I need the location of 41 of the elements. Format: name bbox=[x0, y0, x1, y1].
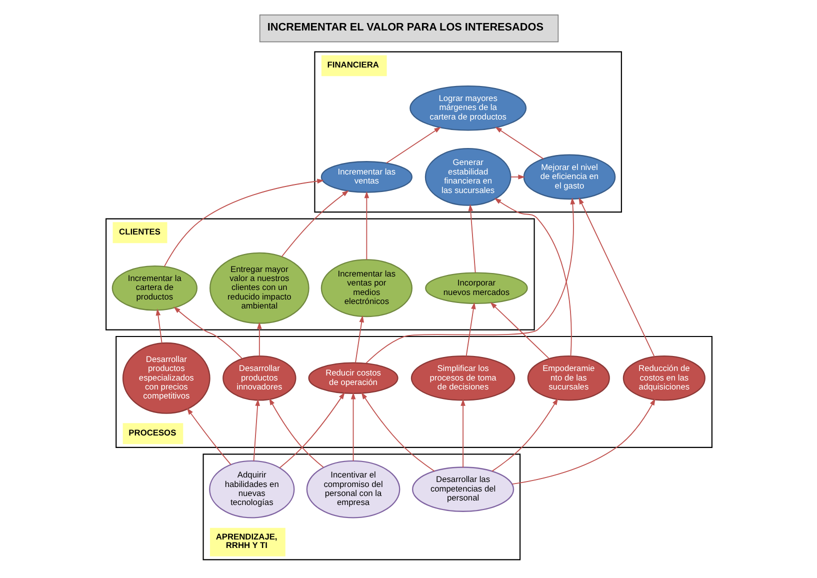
arrow bbox=[490, 302, 550, 360]
arrow bbox=[354, 315, 364, 364]
node-ellipse: Desarrollar productos innovadores bbox=[222, 356, 296, 401]
node-ellipse: Incrementar las ventas bbox=[320, 161, 412, 193]
node-ellipse: Reducir costos de operación bbox=[308, 362, 398, 394]
arrow bbox=[350, 392, 356, 462]
node-ellipse: Incorporar nuevos mercados bbox=[424, 272, 528, 304]
arrow bbox=[186, 408, 231, 465]
arrow bbox=[468, 204, 476, 273]
arrow bbox=[360, 392, 434, 472]
node-ellipse: Reducción de costos en las adquisiciones bbox=[622, 356, 705, 401]
node-ellipse: Incrementar las ventas por medios electrónicos bbox=[320, 259, 412, 318]
arrow bbox=[173, 306, 242, 359]
arrow bbox=[465, 302, 476, 357]
arrow bbox=[280, 190, 348, 258]
arrow bbox=[252, 399, 260, 462]
arrow bbox=[386, 126, 441, 164]
node-ellipse: Empoderamie nto de las sucursales bbox=[526, 356, 610, 401]
diagram-title: INCREMENTAR EL VALOR PARA LOS INTERESADOS bbox=[266, 21, 543, 34]
arrow bbox=[494, 198, 572, 357]
arrow bbox=[268, 398, 324, 468]
arrow bbox=[510, 174, 525, 180]
node-ellipse: Desarrollar las competencias del personal bbox=[412, 466, 514, 512]
node-ellipse: Incentivar el compromiso del personal con la empresa bbox=[306, 460, 400, 518]
node-ellipse: Mejorar el nivel de eficiencia en el gasto bbox=[522, 154, 616, 200]
arrow bbox=[494, 126, 544, 160]
arrow bbox=[511, 398, 655, 485]
node-ellipse: Simplificar los procesos de toma de decisiones bbox=[410, 356, 515, 401]
node-ellipse: Incrementar la cartera de productos bbox=[111, 265, 197, 311]
arrow bbox=[155, 308, 162, 344]
arrow bbox=[460, 399, 465, 468]
arrow bbox=[278, 392, 344, 468]
node-ellipse: Entregar mayor valor a nuestros clientes con un reducido impacto ambiental bbox=[208, 252, 309, 324]
node-ellipse: Adquirir habilidades en nuevas tecnologías bbox=[208, 460, 294, 518]
arrow bbox=[578, 197, 654, 358]
arrow bbox=[364, 191, 369, 260]
arrow bbox=[163, 178, 324, 267]
arrow bbox=[491, 398, 558, 472]
arrow bbox=[256, 322, 262, 357]
node-ellipse: Lograr mayores márgenes de la cartera de productos bbox=[409, 86, 526, 131]
arrow bbox=[365, 198, 575, 364]
